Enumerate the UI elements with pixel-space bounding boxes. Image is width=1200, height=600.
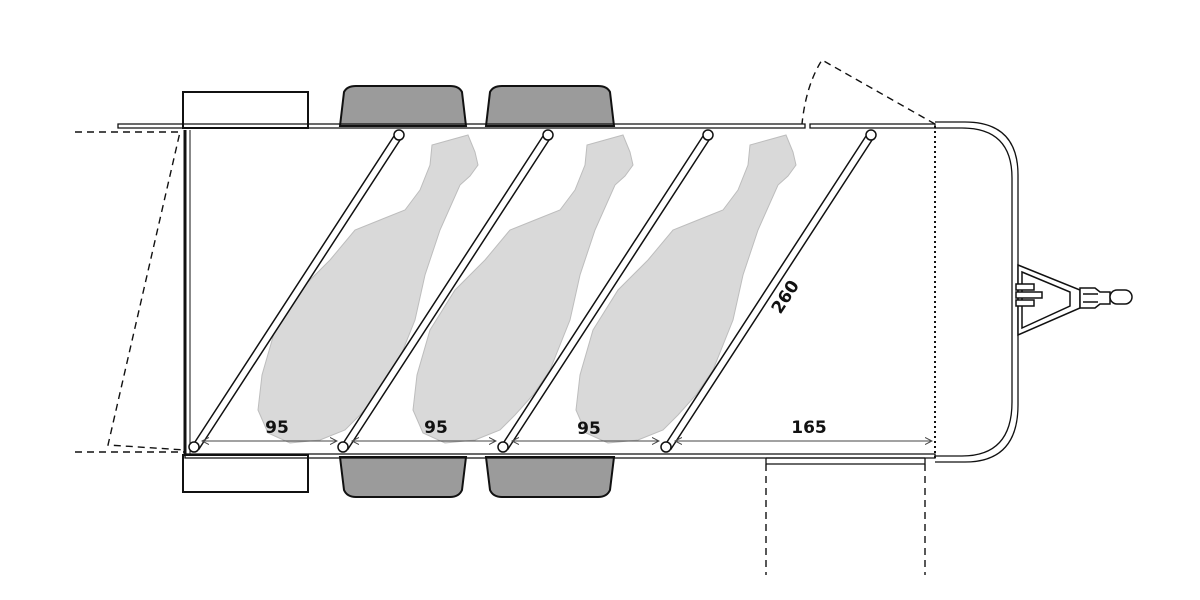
wheel-top-left: [338, 85, 468, 127]
rear-door-top-block: [182, 91, 309, 129]
front-door-swing: [801, 59, 936, 125]
partition-4: [660, 129, 877, 453]
dimension-label-stall-1: 95: [265, 418, 289, 438]
dimension-label-stall-2: 95: [424, 418, 448, 438]
dimension-label-stall-3: 95: [577, 419, 601, 439]
wheel-top-right: [484, 85, 616, 127]
partition-1: [188, 129, 405, 453]
wheel-bottom-left: [338, 456, 468, 498]
trailer-body: [117, 121, 1019, 463]
side-door: [765, 457, 926, 575]
wheel-bottom-right: [484, 456, 616, 498]
dimension-label-front-space: 165: [791, 418, 827, 438]
drawbar-hitch: [1015, 263, 1133, 337]
partition-3: [497, 129, 714, 453]
partition-2: [337, 129, 554, 453]
rear-ramp-outline: [75, 131, 186, 451]
rear-door-bottom-block: [182, 454, 309, 493]
